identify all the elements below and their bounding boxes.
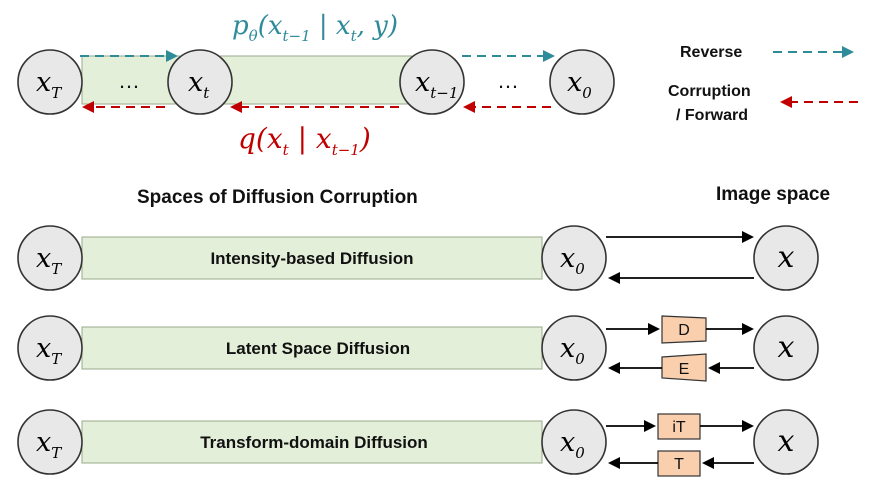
reverse-formula: pθ(xt−1 | xt, y) xyxy=(232,11,398,45)
row-transform-x: x xyxy=(753,409,819,475)
row-transform-x0: x0 xyxy=(541,409,607,475)
svg-text:D: D xyxy=(678,322,690,339)
row-latent-x0: x0 xyxy=(541,315,607,381)
row-latent: Latent Space Diffusion xT x0 x D E xyxy=(17,315,819,382)
svg-text:T: T xyxy=(674,456,684,473)
row-transform-xT: xT xyxy=(17,409,83,475)
forward-formula: q(xt | xt−1) xyxy=(238,122,371,159)
svg-text:x0: x0 xyxy=(560,243,585,278)
top-chain-bar xyxy=(81,55,413,105)
svg-text:xT: xT xyxy=(36,427,62,462)
legend-forward-label-1: Corruption xyxy=(668,83,751,100)
svg-text:x: x xyxy=(778,240,795,275)
ellipsis-right: … xyxy=(497,68,519,93)
svg-text:E: E xyxy=(679,361,690,378)
svg-text:xt: xt xyxy=(188,67,210,102)
inverse-transform-box: iT xyxy=(657,413,701,440)
section-title: Spaces of Diffusion Corruption xyxy=(137,187,418,208)
row-transform-label: Transform-domain Diffusion xyxy=(200,433,428,452)
row-intensity-xT: xT xyxy=(17,225,83,291)
ellipsis-left: … xyxy=(118,68,140,93)
row-intensity-bar xyxy=(81,236,543,280)
decoder-box: D xyxy=(661,315,707,344)
row-latent-xT: xT xyxy=(17,315,83,381)
svg-text:x0: x0 xyxy=(560,333,585,368)
svg-text:x0: x0 xyxy=(560,427,585,462)
encoder-box: E xyxy=(661,353,707,382)
legend-reverse-label: Reverse xyxy=(680,44,742,61)
row-intensity: Intensity-based Diffusion xT x0 x xyxy=(17,225,819,291)
svg-text:xt−1: xt−1 xyxy=(415,67,458,102)
svg-text:x0: x0 xyxy=(567,67,592,102)
row-intensity-x: x xyxy=(753,225,819,291)
row-latent-x: x xyxy=(753,315,819,381)
node-xt: xt xyxy=(167,49,233,115)
top-chain: pθ(xt−1 | xt, y) q(xt | xt−1) xT … xt xt… xyxy=(17,11,615,159)
image-space-title: Image space xyxy=(716,184,830,205)
svg-text:xT: xT xyxy=(36,333,62,368)
row-latent-label: Latent Space Diffusion xyxy=(226,339,410,358)
node-x0-top: x0 xyxy=(549,49,615,115)
row-transform: Transform-domain Diffusion xT x0 x iT T xyxy=(17,409,819,477)
svg-text:xT: xT xyxy=(36,243,62,278)
transform-box: T xyxy=(657,450,701,477)
node-xt-1: xt−1 xyxy=(399,49,465,115)
svg-text:x: x xyxy=(778,424,795,459)
legend-forward-label-2: / Forward xyxy=(676,107,748,124)
row-transform-bar xyxy=(81,420,543,464)
legend: Reverse Corruption / Forward xyxy=(668,44,858,124)
row-intensity-label: Intensity-based Diffusion xyxy=(210,249,413,268)
row-intensity-x0: x0 xyxy=(541,225,607,291)
svg-text:xT: xT xyxy=(36,67,62,102)
svg-text:iT: iT xyxy=(672,419,686,436)
node-xT-top: xT xyxy=(17,49,83,115)
svg-text:x: x xyxy=(778,330,795,365)
